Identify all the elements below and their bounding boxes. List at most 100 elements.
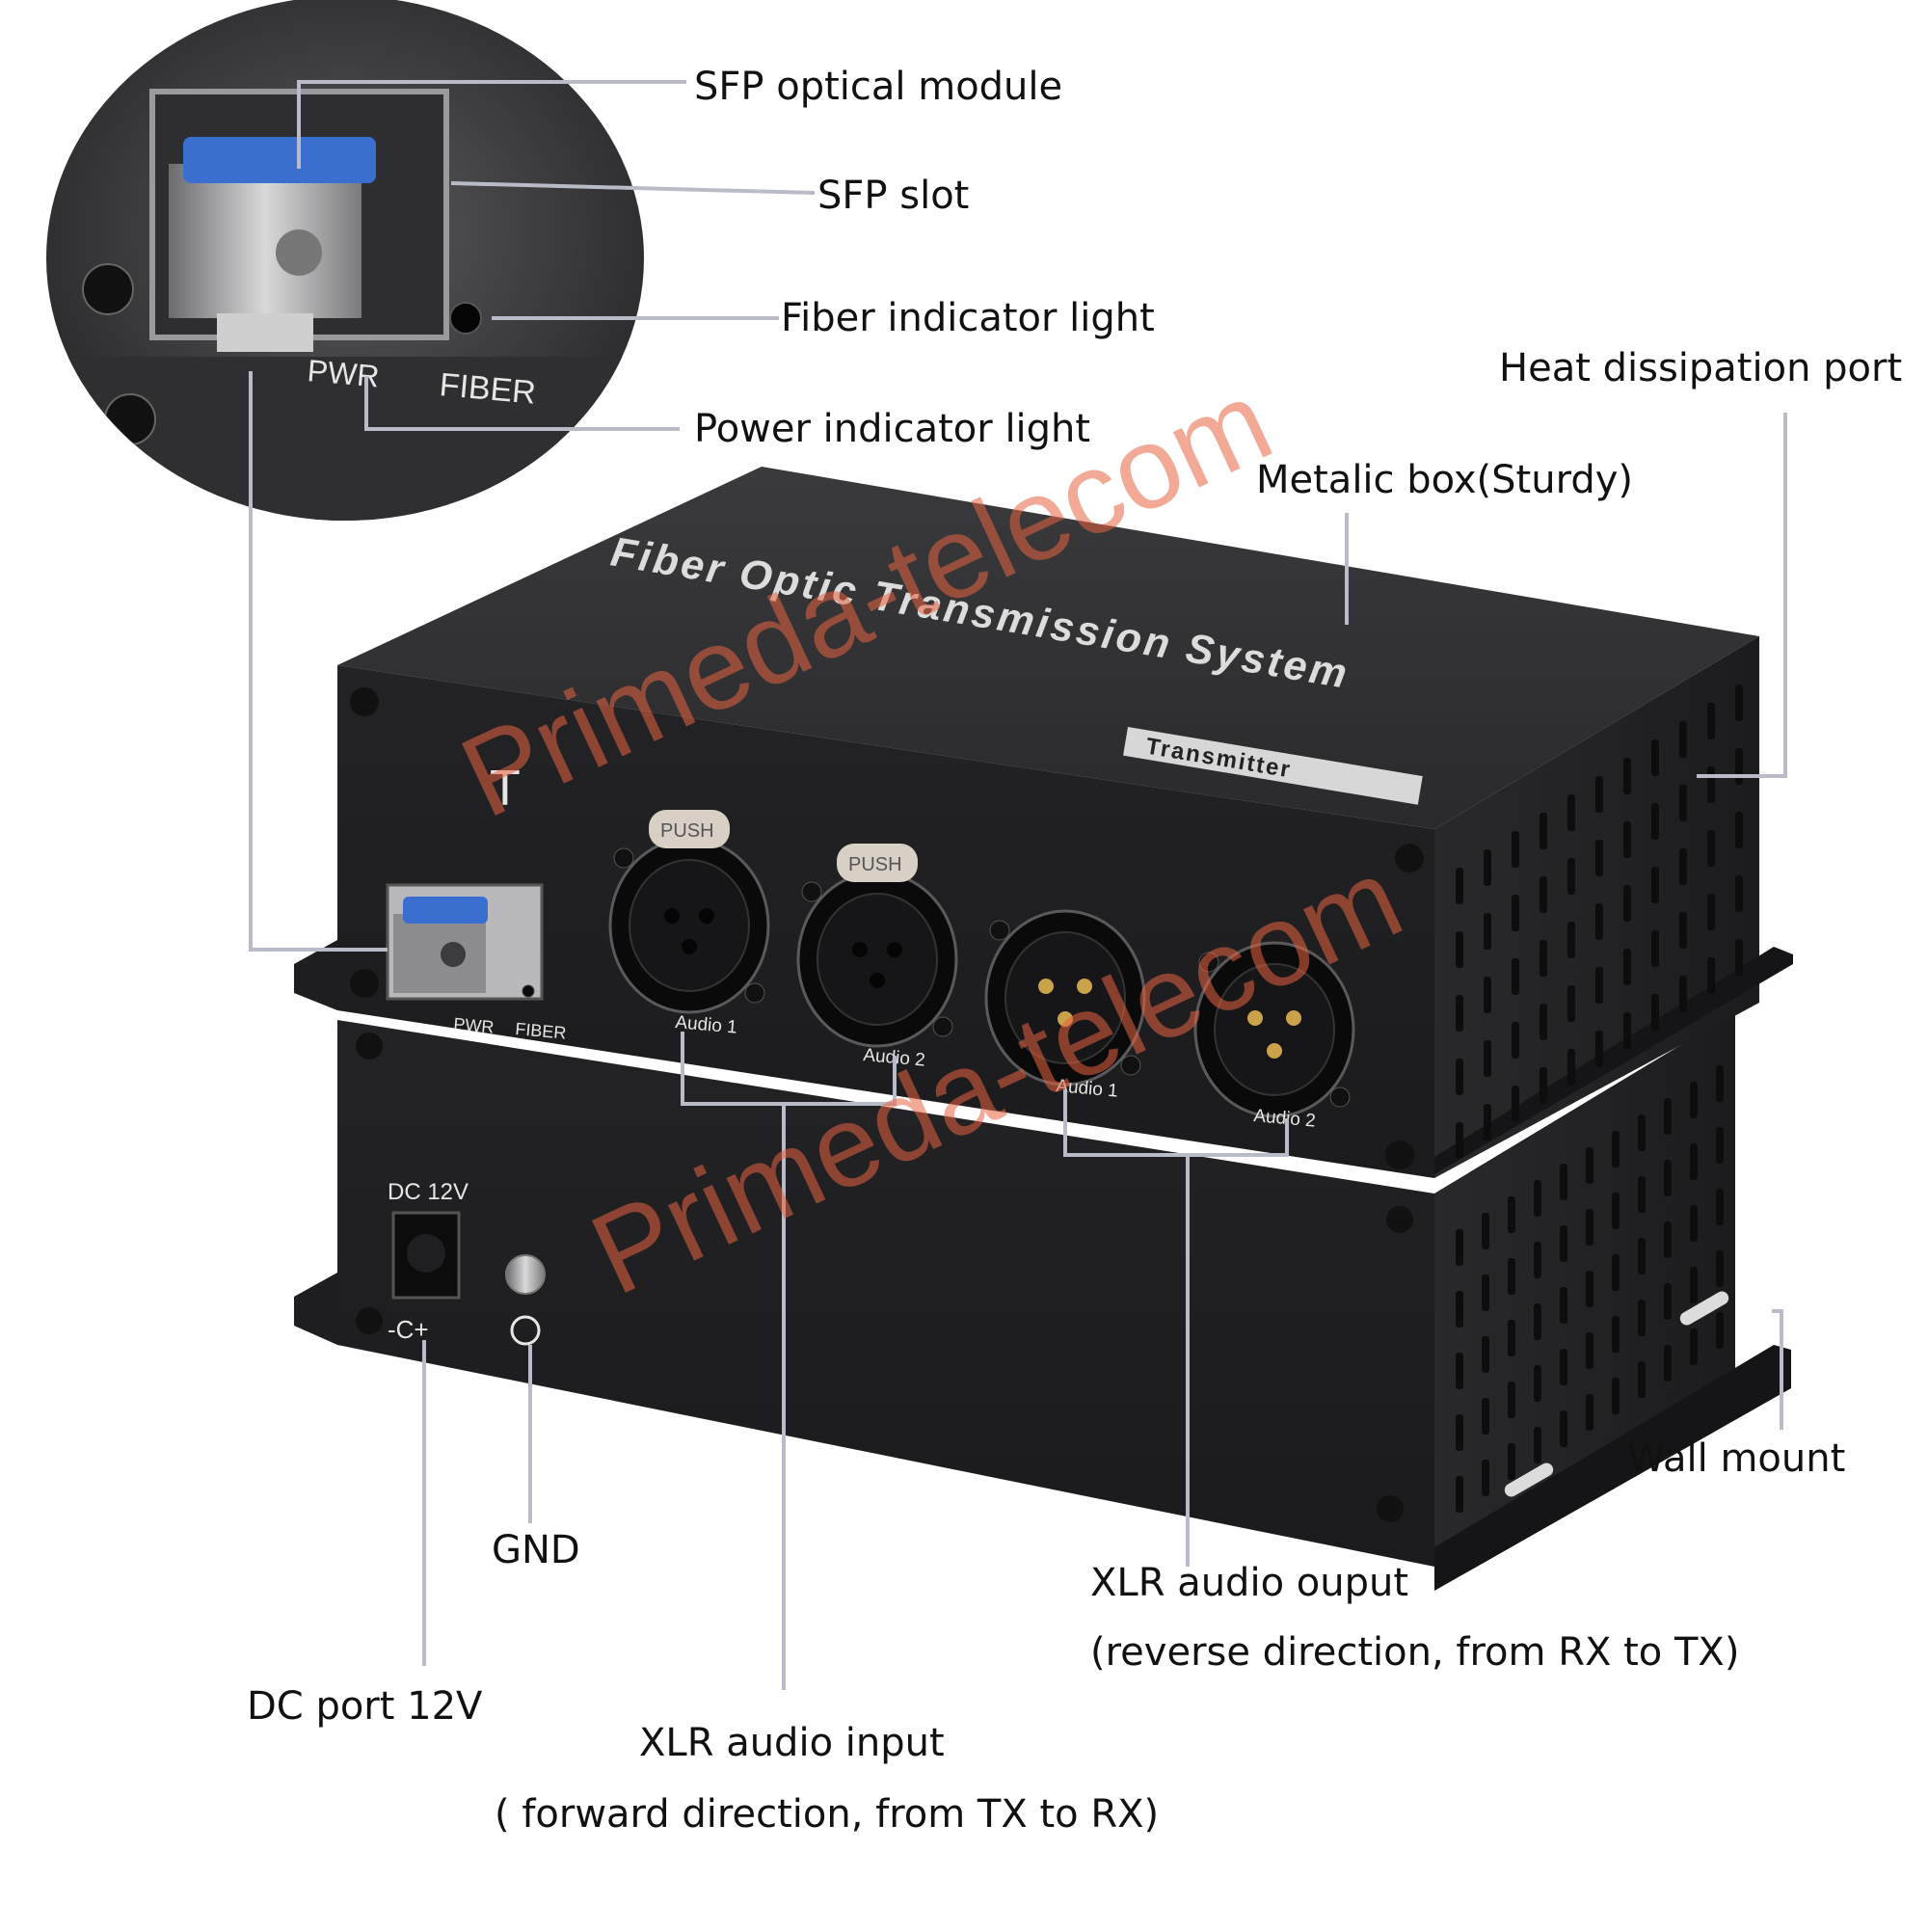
- heat-slot: [1651, 803, 1659, 840]
- xlr-pin-hole: [852, 942, 868, 957]
- heat-slot: [1456, 1059, 1463, 1095]
- leader-sfp-slot: [450, 181, 816, 195]
- heat-slot: [1595, 776, 1603, 813]
- heat-slot: [1534, 1180, 1541, 1217]
- heat-slot: [1679, 721, 1687, 758]
- heat-slot: [1560, 1164, 1567, 1200]
- heat-slot: [1567, 922, 1575, 958]
- heat-slot: [1612, 1193, 1620, 1229]
- heat-slot: [1679, 785, 1687, 821]
- heat-slot: [1612, 1254, 1620, 1291]
- sfp-port-hole: [441, 942, 466, 967]
- heat-slot: [1512, 895, 1519, 931]
- wall-mount-flange-left: [294, 1273, 337, 1345]
- xlr-insert: [629, 859, 750, 992]
- heat-slot: [1508, 1320, 1515, 1356]
- heat-slot: [1482, 1398, 1489, 1435]
- dc-polarity-label: -C+: [388, 1315, 429, 1344]
- xlr-pin: [1077, 979, 1092, 994]
- heat-slot: [1456, 1414, 1463, 1451]
- heat-slot: [1612, 1316, 1620, 1353]
- side-letter: T: [490, 761, 521, 817]
- xlr-pin: [1247, 1010, 1263, 1026]
- heat-slot: [1735, 875, 1743, 912]
- heat-slot: [1534, 1427, 1541, 1463]
- heat-slot: [1508, 1196, 1515, 1233]
- gnd-symbol: [510, 1315, 541, 1346]
- heat-slot: [1456, 868, 1463, 904]
- heat-slot: [1664, 1345, 1672, 1382]
- dc-12v-label: DC 12V: [388, 1179, 469, 1205]
- pwr-label-panel: PWR: [453, 1014, 495, 1037]
- heat-slot: [1707, 830, 1715, 867]
- heat-slot: [1638, 1114, 1646, 1151]
- sfp-module-body: [393, 914, 486, 993]
- xlr-pin-hole: [887, 942, 902, 957]
- zoom-screw: [82, 263, 134, 315]
- heat-slot: [1707, 957, 1715, 994]
- screw: [801, 881, 822, 902]
- leader-xlr-input-bracket: [681, 1032, 897, 1106]
- heat-slot: [1567, 1049, 1575, 1086]
- heat-slot: [1540, 813, 1547, 849]
- zoom-inset: PWR FIBER: [46, 0, 644, 521]
- xlr-pin-hole: [699, 908, 714, 924]
- zoom-fiber-label: FIBER: [438, 366, 537, 412]
- heat-slot: [1679, 912, 1687, 949]
- label-heat-dissipation-port: Heat dissipation port: [1499, 346, 1903, 390]
- heat-slot: [1623, 758, 1631, 794]
- leader-heat-port: [1697, 413, 1787, 778]
- heat-slot: [1456, 1122, 1463, 1159]
- heat-slot: [1456, 995, 1463, 1032]
- heat-slot: [1638, 1300, 1646, 1336]
- label-xlr-audio-output: XLR audio ouput: [1090, 1561, 1408, 1605]
- heat-slot: [1716, 1065, 1724, 1102]
- heat-slot: [1679, 976, 1687, 1012]
- dc-jack-hole: [407, 1234, 445, 1273]
- heat-slot: [1534, 1242, 1541, 1278]
- screw: [613, 847, 634, 869]
- push-latch: [837, 844, 918, 882]
- heat-slot: [1560, 1349, 1567, 1385]
- heat-slot: [1484, 1040, 1491, 1077]
- heat-slot: [1623, 885, 1631, 922]
- xlr-insert: [1214, 963, 1335, 1096]
- push-latch: [649, 810, 730, 848]
- heat-slot: [1651, 739, 1659, 776]
- screw: [1120, 1055, 1141, 1076]
- heat-slot: [1716, 1127, 1724, 1164]
- leader-sfp-module: [297, 80, 686, 169]
- screw: [932, 1016, 953, 1037]
- leader-wall-mount: [1772, 1309, 1783, 1430]
- push-latch-text: PUSH: [660, 820, 714, 842]
- heat-slot: [1456, 1353, 1463, 1389]
- heat-slot: [1567, 858, 1575, 895]
- zoom-screw: [104, 393, 156, 445]
- sfp-port: [386, 883, 544, 1001]
- xlr-insert: [1004, 931, 1126, 1064]
- heat-slot: [1540, 1004, 1547, 1040]
- label-power-indicator-light: Power indicator light: [694, 407, 1091, 451]
- heat-slot: [1484, 849, 1491, 886]
- screw: [356, 1307, 383, 1334]
- wall-mount-slot: [1679, 1291, 1729, 1326]
- xlr-pin: [1267, 1043, 1282, 1059]
- push-latch-text: PUSH: [848, 854, 902, 875]
- heat-slot: [1735, 812, 1743, 848]
- heat-slot: [1512, 1086, 1519, 1122]
- heat-slot: [1679, 848, 1687, 885]
- screw: [1198, 952, 1219, 973]
- flange-left: [294, 940, 337, 1010]
- heat-slot: [1482, 1275, 1489, 1311]
- zoom-sfp-tab: [217, 313, 313, 352]
- heat-slot: [1540, 940, 1547, 977]
- heat-slot: [1664, 1221, 1672, 1258]
- heat-slot: [1690, 1205, 1698, 1242]
- heat-slot: [1586, 1147, 1593, 1184]
- label-xlr-audio-input-direction: ( forward direction, from TX to RX): [495, 1792, 1160, 1837]
- heat-slot: [1690, 1082, 1698, 1118]
- heat-slot: [1567, 794, 1575, 831]
- heat-slot: [1595, 1031, 1603, 1067]
- heat-slot: [1512, 831, 1519, 868]
